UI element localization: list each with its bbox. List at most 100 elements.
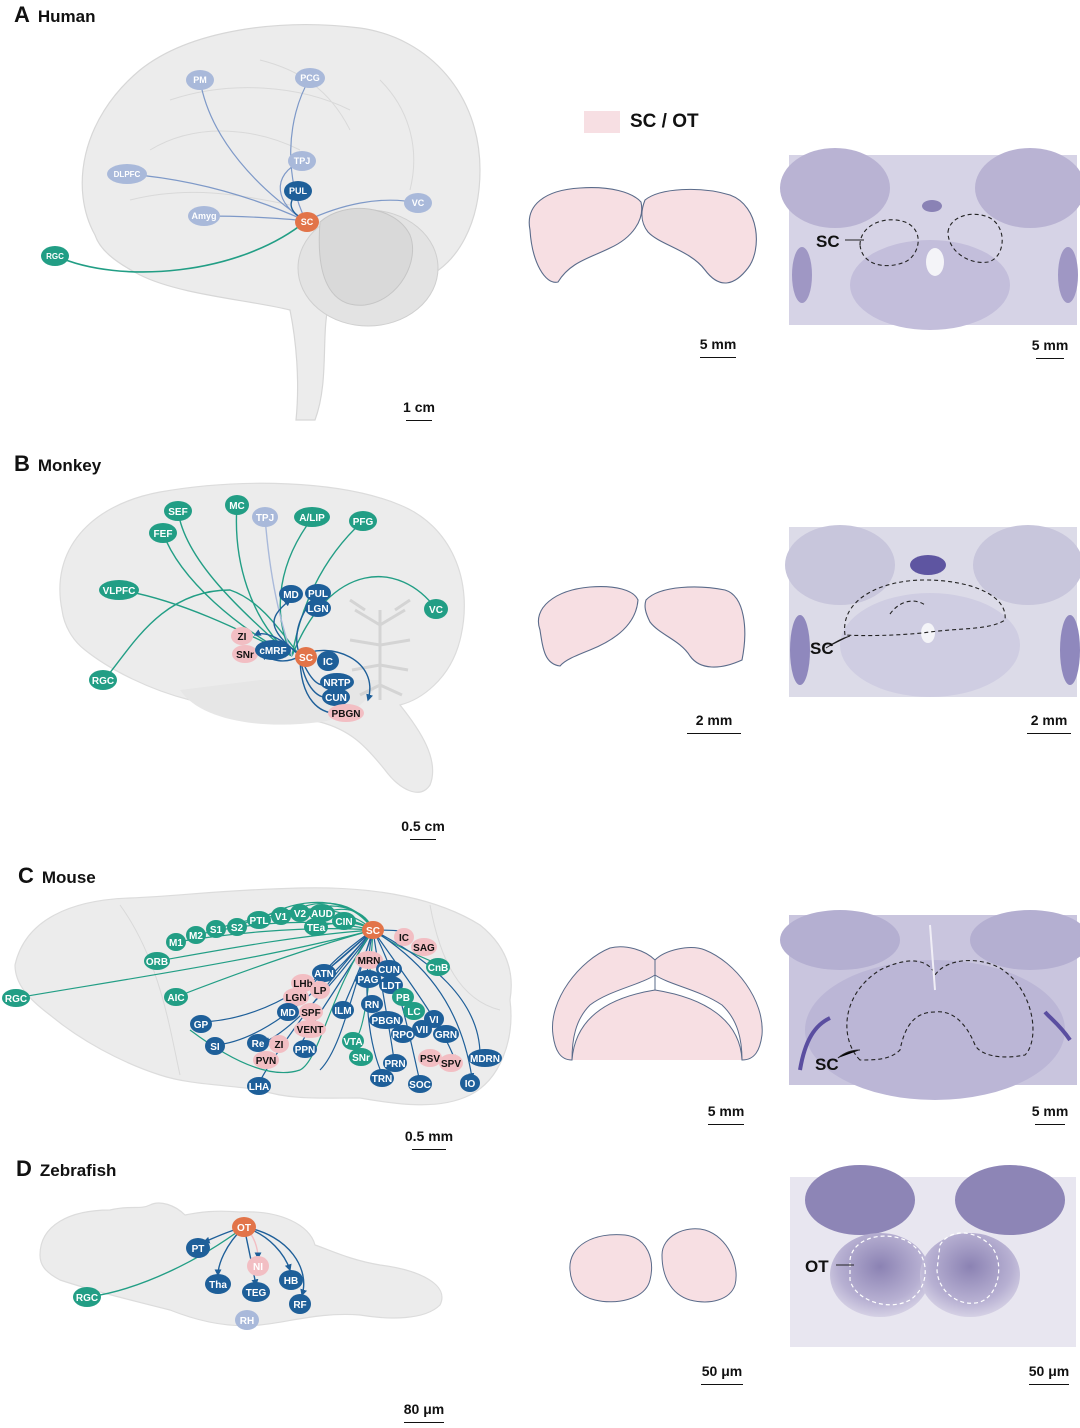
scale-zebrafish-schematic: 50 μm [691,1363,753,1385]
svg-text:SPV: SPV [441,1059,461,1070]
svg-text:TPJ: TPJ [294,156,311,166]
svg-text:LDT: LDT [381,981,400,992]
human-micrograph [780,148,1080,330]
svg-text:SC: SC [301,217,314,227]
svg-text:S1: S1 [210,925,223,936]
svg-text:V2: V2 [294,909,307,920]
svg-text:MD: MD [283,590,299,601]
scale-zebrafish-brain: 80 μm [392,1401,456,1423]
svg-text:PFG: PFG [353,517,374,528]
node-human-pul [284,181,312,201]
svg-text:PCG: PCG [300,73,320,83]
svg-text:HB: HB [284,1276,298,1287]
svg-text:TRN: TRN [372,1074,393,1085]
svg-text:RF: RF [293,1300,306,1311]
svg-text:PBGN: PBGN [372,1016,401,1027]
svg-text:PTL: PTL [250,916,269,927]
svg-text:ZI: ZI [275,1040,284,1051]
node-human-dlpfc [107,164,147,184]
svg-text:Tha: Tha [209,1280,227,1291]
svg-text:RN: RN [365,1000,379,1011]
svg-text:CIN: CIN [335,917,352,928]
svg-text:A/LIP: A/LIP [299,513,325,524]
human-sc-schematic [528,187,757,284]
svg-text:LGN: LGN [307,604,328,615]
svg-text:SOC: SOC [409,1080,431,1091]
human-brain-outline [81,24,481,421]
mouse-micro-label: SC [815,1055,839,1074]
mouse-nodes: M1 M2 S1 S2 PTL V1 V2 AUD TEa CIN ORB RG… [2,904,502,1095]
scale-human-schematic: 5 mm [690,336,746,358]
svg-text:PVN: PVN [256,1056,277,1067]
svg-text:TEG: TEG [246,1288,267,1299]
svg-text:SAG: SAG [413,943,435,954]
zebrafish-ot-schematic [569,1228,737,1303]
svg-text:GP: GP [194,1020,209,1031]
svg-text:SPF: SPF [301,1008,320,1019]
svg-text:DLPFC: DLPFC [114,170,141,179]
svg-text:NI: NI [253,1262,263,1273]
svg-text:SI: SI [210,1042,220,1053]
svg-text:PUL: PUL [308,589,328,600]
svg-text:ZI: ZI [238,632,247,643]
scale-monkey-micro: 2 mm [1018,712,1080,734]
svg-text:NRTP: NRTP [323,678,351,689]
svg-text:Amyg: Amyg [191,211,216,221]
svg-text:VTA: VTA [343,1037,362,1048]
svg-text:LC: LC [407,1007,420,1018]
svg-text:RH: RH [240,1316,254,1327]
svg-text:cMRF: cMRF [259,646,286,657]
svg-text:M1: M1 [169,938,183,949]
svg-text:PT: PT [192,1244,205,1255]
svg-text:PBGN: PBGN [332,709,361,720]
legend-swatch [584,111,620,133]
svg-text:RGC: RGC [5,994,27,1005]
monkey-nodes: SEF MC TPJ A/LIP PFG FEF VLPFC VC RGC MD… [89,495,448,722]
mouse-brain-outline [14,887,512,1106]
scale-mouse-brain: 0.5 mm [394,1128,464,1150]
svg-text:LGN: LGN [285,993,306,1004]
svg-text:LHA: LHA [249,1082,270,1093]
svg-text:RGC: RGC [92,676,114,687]
legend: SC / OT [584,111,699,133]
scale-zebrafish-micro: 50 μm [1018,1363,1080,1385]
mouse-sc-schematic [552,946,763,1061]
zebrafish-micrograph [790,1165,1076,1347]
svg-text:VLPFC: VLPFC [103,586,136,597]
scale-mouse-micro: 5 mm [1022,1103,1078,1125]
svg-text:ORB: ORB [146,957,168,968]
svg-text:LP: LP [314,986,327,997]
svg-text:FEF: FEF [154,529,173,540]
scale-human-micro: 5 mm [1022,337,1078,359]
svg-text:MRN: MRN [358,956,381,967]
zebrafish-brain-outline [39,1202,443,1327]
scale-mouse-schematic: 5 mm [697,1103,755,1125]
svg-text:CUN: CUN [378,965,400,976]
monkey-micrograph [785,525,1080,697]
node-human-amyg [188,206,220,226]
svg-text:RGC: RGC [76,1293,98,1304]
svg-text:AUD: AUD [311,909,333,920]
svg-text:S2: S2 [231,923,244,934]
svg-text:VI: VI [429,1015,439,1026]
svg-text:OT: OT [237,1223,251,1234]
svg-text:PPN: PPN [295,1045,316,1056]
svg-text:ILM: ILM [334,1006,351,1017]
svg-text:PSV: PSV [420,1054,440,1065]
svg-text:PAG: PAG [358,975,379,986]
svg-text:IC: IC [323,657,333,668]
monkey-micro-label: SC [810,639,834,658]
svg-text:PM: PM [193,75,207,85]
svg-text:TPJ: TPJ [256,513,274,524]
human-micro-label: SC [816,232,840,251]
svg-text:CnB: CnB [428,963,449,974]
node-human-sc [295,212,319,232]
svg-text:M2: M2 [189,931,203,942]
svg-text:SC: SC [299,653,313,664]
svg-text:SNr: SNr [236,650,254,661]
svg-text:IO: IO [465,1079,476,1090]
